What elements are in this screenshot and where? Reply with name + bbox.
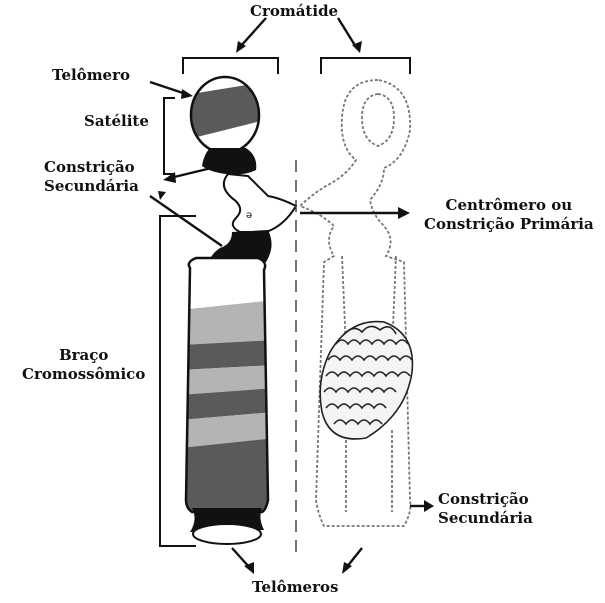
label-constricao-secundaria-top: Constrição Secundária [44, 158, 139, 196]
secondary-constriction-top-block [202, 148, 256, 175]
bottom-telomere [193, 524, 261, 544]
left-chromatid: ǝ [180, 70, 296, 544]
satellite-bracket [164, 98, 175, 174]
label-centromero-line1: Centrômero ou [424, 196, 594, 215]
label-centromero: Centrômero ou Constrição Primária [424, 196, 594, 234]
label-constricao-top-line2: Secundária [44, 177, 139, 196]
label-satelite: Satélite [84, 112, 149, 131]
label-constricao-bottom-line2: Secundária [438, 509, 533, 528]
label-braco-cromossomico: Braço Cromossômico [22, 346, 145, 384]
label-constricao-bottom-line1: Constrição [438, 490, 533, 509]
label-braco-line1: Braço [22, 346, 145, 365]
stalk [224, 174, 296, 232]
label-constricao-secundaria-bottom: Constrição Secundária [438, 490, 533, 528]
label-braco-line2: Cromossômico [22, 365, 145, 384]
chromosome-arm-bands [180, 255, 275, 520]
centromere-mark: ǝ [246, 210, 252, 221]
label-telomeros: Telômeros [252, 578, 338, 597]
satellite-region [185, 70, 265, 160]
label-cromatide: Cromátide [250, 2, 338, 21]
label-centromero-line2: Constrição Primária [424, 215, 594, 234]
right-chromatid [300, 80, 410, 526]
left-chromatid-bracket [183, 58, 278, 74]
label-telomero: Telômero [52, 66, 130, 85]
label-constricao-top-line1: Constrição [44, 158, 139, 177]
chromonema-coil [320, 322, 412, 439]
right-chromatid-bracket [321, 58, 410, 74]
